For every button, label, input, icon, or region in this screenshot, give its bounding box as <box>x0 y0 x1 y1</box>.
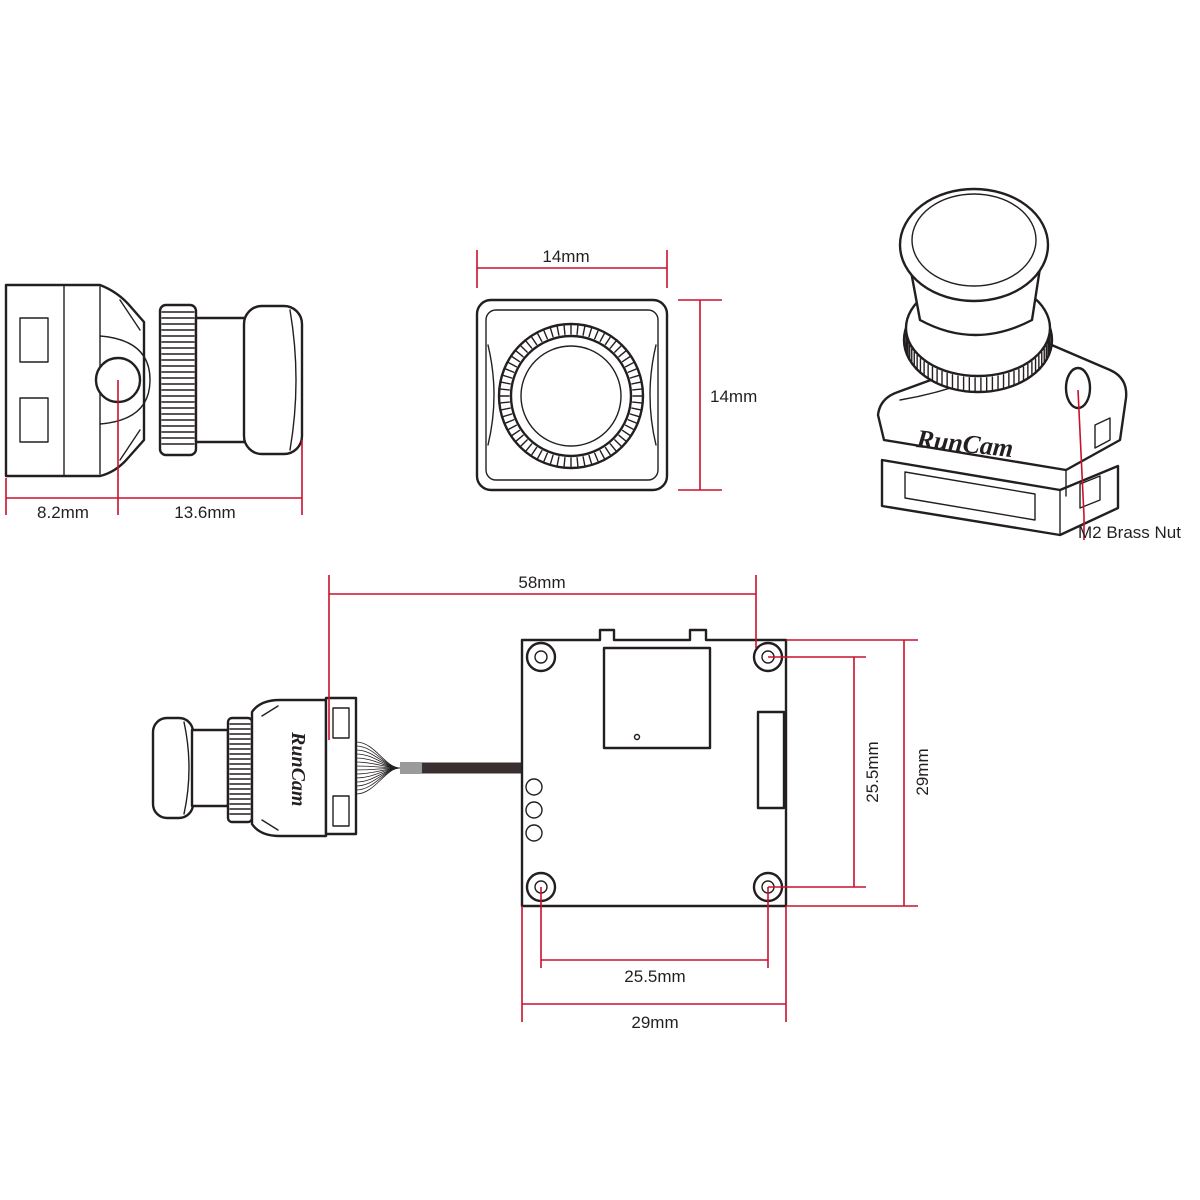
bottom-assembly-view: RunCam <box>151 628 788 908</box>
board-height-label: 29mm <box>913 748 932 795</box>
side-view-dimensions: 8.2mm 13.6mm <box>5 380 303 522</box>
front-view-dimensions: 14mm 14mm <box>476 247 757 491</box>
hole-pitch-horizontal-label: 25.5mm <box>624 967 685 986</box>
front-height-label: 14mm <box>710 387 757 406</box>
bottom-view-dimensions: 58mm 25.5mm 29mm 25.5mm 29mm <box>328 573 932 1032</box>
hole-pitch-vertical-label: 25.5mm <box>863 741 882 802</box>
iso-view: RunCam <box>876 187 1128 537</box>
iso-view-callout: M2 Brass Nut <box>1077 389 1181 542</box>
nut-label: M2 Brass Nut <box>1078 523 1181 542</box>
board-width-label: 29mm <box>631 1013 678 1032</box>
side-view <box>4 283 304 478</box>
overall-length-label: 58mm <box>518 573 565 592</box>
front-view <box>475 298 669 492</box>
cable-sleeve-left <box>400 762 422 774</box>
bottom-logo: RunCam <box>287 731 309 806</box>
side-depth-label: 8.2mm <box>37 503 89 522</box>
side-lens-length-label: 13.6mm <box>174 503 235 522</box>
front-width-label: 14mm <box>542 247 589 266</box>
